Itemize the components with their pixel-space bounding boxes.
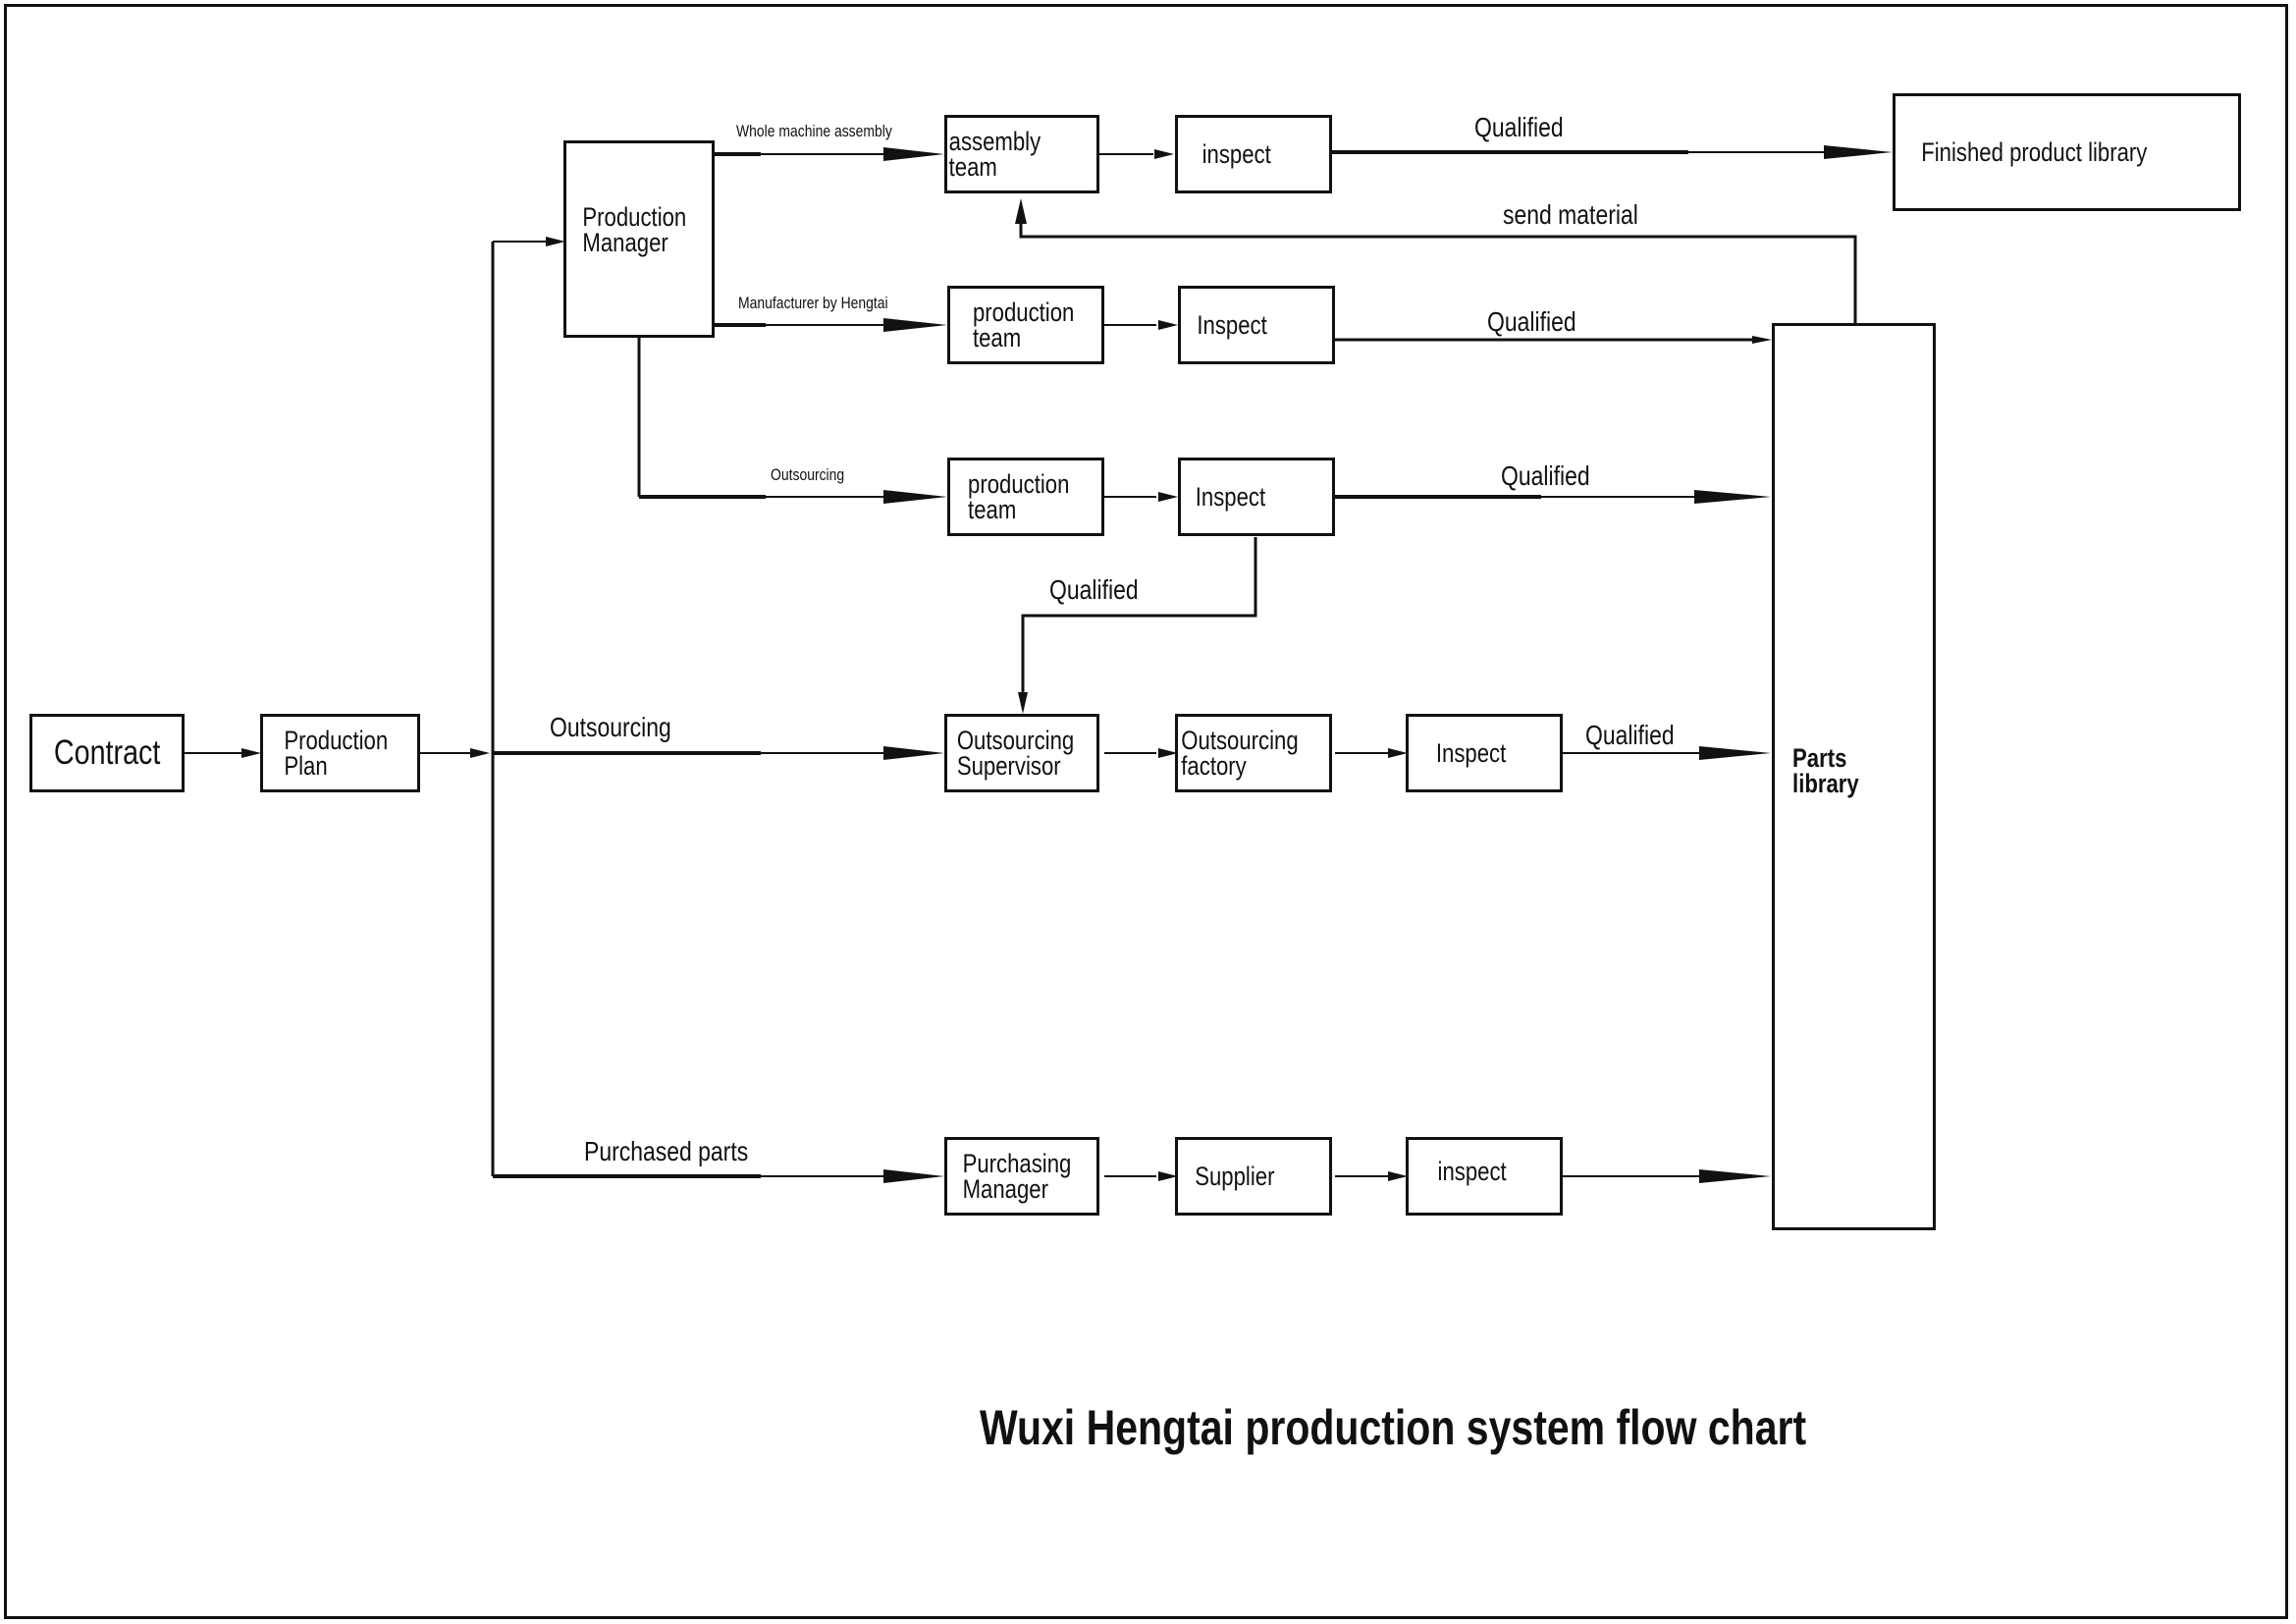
- outsourcing-factory-label: Outsourcing factory: [1181, 725, 1299, 781]
- arrowhead: [1699, 1169, 1771, 1183]
- parts-library-label: Parts library: [1792, 742, 1859, 798]
- inspect-assembly-box: inspect: [1175, 115, 1332, 193]
- inspect-assembly-label: inspect: [1201, 138, 1271, 169]
- label-send-material: send material: [1503, 199, 1638, 230]
- purchasing-manager-label: Purchasing Manager: [962, 1148, 1072, 1204]
- arrowhead: [1824, 145, 1893, 159]
- outsourcing-supervisor-label: Outsourcing Supervisor: [956, 725, 1075, 781]
- inspect-production-2-box: Inspect: [1178, 458, 1335, 536]
- arrowhead: [1158, 320, 1178, 330]
- contract-box: Contract: [29, 714, 185, 792]
- arrowhead: [546, 237, 565, 246]
- production-team-1-box: production team: [947, 286, 1104, 364]
- contract-label: Contract: [53, 732, 161, 772]
- arrowhead: [1694, 490, 1771, 504]
- finished-product-library-label: Finished product library: [1921, 136, 2148, 167]
- arrowhead: [1154, 149, 1174, 159]
- production-team-1-label: production team: [972, 297, 1075, 352]
- label-qualified-to-supervisor: Qualified: [1049, 574, 1139, 605]
- production-team-2-label: production team: [968, 468, 1070, 524]
- label-qualified-production-2: Qualified: [1501, 460, 1590, 491]
- outsourcing-factory-box: Outsourcing factory: [1175, 714, 1332, 792]
- parts-library-box: Parts library: [1772, 323, 1936, 1230]
- outsourcing-supervisor-box: Outsourcing Supervisor: [944, 714, 1099, 792]
- arrowhead: [470, 748, 490, 758]
- inspect-outsourcing-box: Inspect: [1406, 714, 1563, 792]
- label-qualified-assembly: Qualified: [1474, 112, 1564, 142]
- arrowhead: [1752, 336, 1772, 344]
- label-qualified-outsourcing: Qualified: [1585, 720, 1675, 750]
- production-manager-label: Production Manager: [582, 202, 687, 258]
- inspect-production-2-label: Inspect: [1195, 481, 1266, 512]
- label-whole-machine-assembly: Whole machine assembly: [736, 122, 892, 140]
- production-plan-box: Production Plan: [260, 714, 420, 792]
- inspect-production-1-box: Inspect: [1178, 286, 1335, 364]
- edge-send-material: [1019, 208, 1857, 323]
- inspect-outsourcing-label: Inspect: [1435, 737, 1507, 768]
- arrowhead: [1388, 748, 1408, 758]
- arrowhead: [883, 490, 947, 504]
- production-team-2-box: production team: [947, 458, 1104, 536]
- production-manager-box: Production Manager: [563, 140, 715, 338]
- arrowhead: [883, 318, 947, 332]
- supplier-box: Supplier: [1175, 1137, 1332, 1216]
- label-manufacturer-by-hengtai: Manufacturer by Hengtai: [738, 294, 888, 312]
- finished-product-library-box: Finished product library: [1893, 93, 2241, 211]
- inspect-production-1-label: Inspect: [1197, 309, 1267, 340]
- arrowhead: [1018, 692, 1028, 714]
- page-border: [4, 4, 2288, 1619]
- edge-inspect-2-to-supervisor: [1021, 537, 1257, 705]
- arrowhead: [1015, 198, 1027, 224]
- arrowhead: [241, 748, 261, 758]
- label-outsourcing-small: Outsourcing: [771, 465, 845, 484]
- arrowhead: [883, 147, 944, 161]
- inspect-purchase-label: inspect: [1437, 1156, 1507, 1186]
- arrowhead: [883, 746, 944, 760]
- arrowhead: [1158, 492, 1178, 502]
- inspect-purchase-box: inspect: [1406, 1137, 1563, 1216]
- arrowhead: [1158, 1171, 1178, 1181]
- chart-title: Wuxi Hengtai production system flow char…: [980, 1400, 1807, 1455]
- arrowhead: [1699, 746, 1771, 760]
- assembly-team-box: assembly team: [944, 115, 1099, 193]
- arrowhead: [1388, 1171, 1408, 1181]
- production-plan-label: Production Plan: [284, 725, 389, 781]
- arrowhead: [1158, 748, 1178, 758]
- label-purchased-parts: Purchased parts: [584, 1136, 749, 1166]
- assembly-team-label: assembly team: [948, 126, 1041, 182]
- purchasing-manager-box: Purchasing Manager: [944, 1137, 1099, 1216]
- supplier-label: Supplier: [1195, 1161, 1275, 1191]
- label-outsourcing-main: Outsourcing: [550, 712, 671, 742]
- label-qualified-production-1: Qualified: [1487, 306, 1576, 337]
- arrowhead: [883, 1169, 944, 1183]
